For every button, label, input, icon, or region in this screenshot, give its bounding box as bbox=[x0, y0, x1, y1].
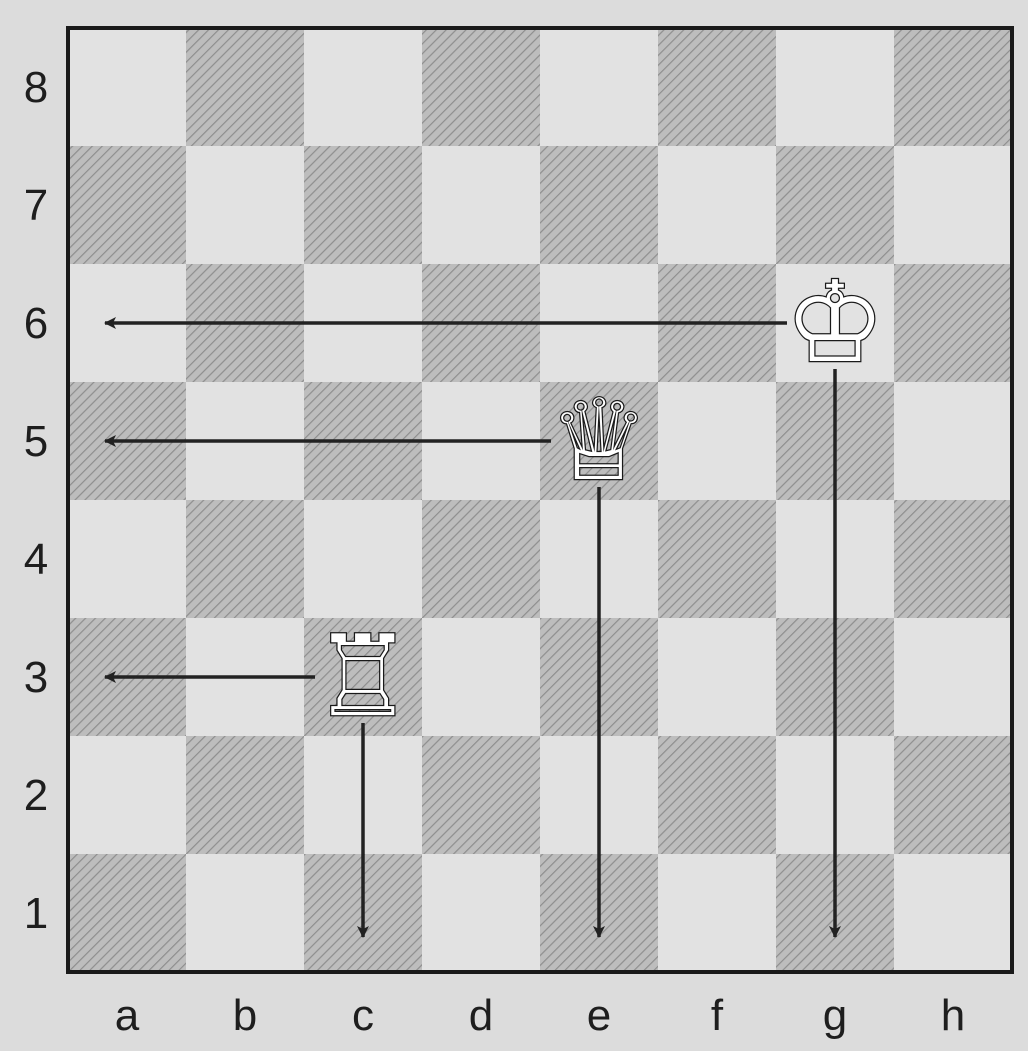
white-king-icon: ♔ bbox=[785, 258, 885, 388]
square-b8 bbox=[186, 28, 304, 146]
square-b2 bbox=[186, 736, 304, 854]
file-label: d bbox=[469, 991, 493, 1040]
board-squares bbox=[68, 28, 1012, 972]
file-label: g bbox=[823, 991, 847, 1040]
square-h3 bbox=[894, 618, 1012, 736]
square-f4 bbox=[658, 500, 776, 618]
square-h5 bbox=[894, 382, 1012, 500]
rank-label: 3 bbox=[24, 653, 48, 702]
square-c8 bbox=[304, 28, 422, 146]
square-b1 bbox=[186, 854, 304, 972]
rank-label: 5 bbox=[24, 417, 48, 466]
square-a4 bbox=[68, 500, 186, 618]
file-labels: a b c d e f g h bbox=[115, 991, 965, 1040]
square-e7 bbox=[540, 146, 658, 264]
file-label: h bbox=[941, 991, 965, 1040]
file-label: c bbox=[352, 991, 374, 1040]
square-h1 bbox=[894, 854, 1012, 972]
file-label: f bbox=[711, 991, 724, 1040]
rank-label: 4 bbox=[24, 535, 48, 584]
square-h7 bbox=[894, 146, 1012, 264]
square-f8 bbox=[658, 28, 776, 146]
square-d3 bbox=[422, 618, 540, 736]
white-queen-icon: ♕ bbox=[549, 376, 649, 506]
file-label: e bbox=[587, 991, 611, 1040]
square-e8 bbox=[540, 28, 658, 146]
square-g8 bbox=[776, 28, 894, 146]
rank-label: 7 bbox=[24, 181, 48, 230]
square-g7 bbox=[776, 146, 894, 264]
square-a2 bbox=[68, 736, 186, 854]
square-h8 bbox=[894, 28, 1012, 146]
rank-label: 8 bbox=[24, 63, 48, 112]
square-d1 bbox=[422, 854, 540, 972]
square-b7 bbox=[186, 146, 304, 264]
square-a1 bbox=[68, 854, 186, 972]
square-d2 bbox=[422, 736, 540, 854]
square-c7 bbox=[304, 146, 422, 264]
square-f3 bbox=[658, 618, 776, 736]
square-f1 bbox=[658, 854, 776, 972]
square-h4 bbox=[894, 500, 1012, 618]
file-label: a bbox=[115, 991, 140, 1040]
square-d7 bbox=[422, 146, 540, 264]
square-c4 bbox=[304, 500, 422, 618]
square-d8 bbox=[422, 28, 540, 146]
square-f5 bbox=[658, 382, 776, 500]
rank-labels: 8 7 6 5 4 3 2 1 bbox=[24, 63, 48, 938]
square-f2 bbox=[658, 736, 776, 854]
rank-label: 1 bbox=[24, 889, 48, 938]
square-f7 bbox=[658, 146, 776, 264]
square-a8 bbox=[68, 28, 186, 146]
square-h2 bbox=[894, 736, 1012, 854]
square-d4 bbox=[422, 500, 540, 618]
square-h6 bbox=[894, 264, 1012, 382]
square-a7 bbox=[68, 146, 186, 264]
rank-label: 2 bbox=[24, 771, 48, 820]
file-label: b bbox=[233, 991, 257, 1040]
square-b4 bbox=[186, 500, 304, 618]
rank-label: 6 bbox=[24, 299, 48, 348]
white-rook-icon: ♖ bbox=[313, 612, 413, 742]
